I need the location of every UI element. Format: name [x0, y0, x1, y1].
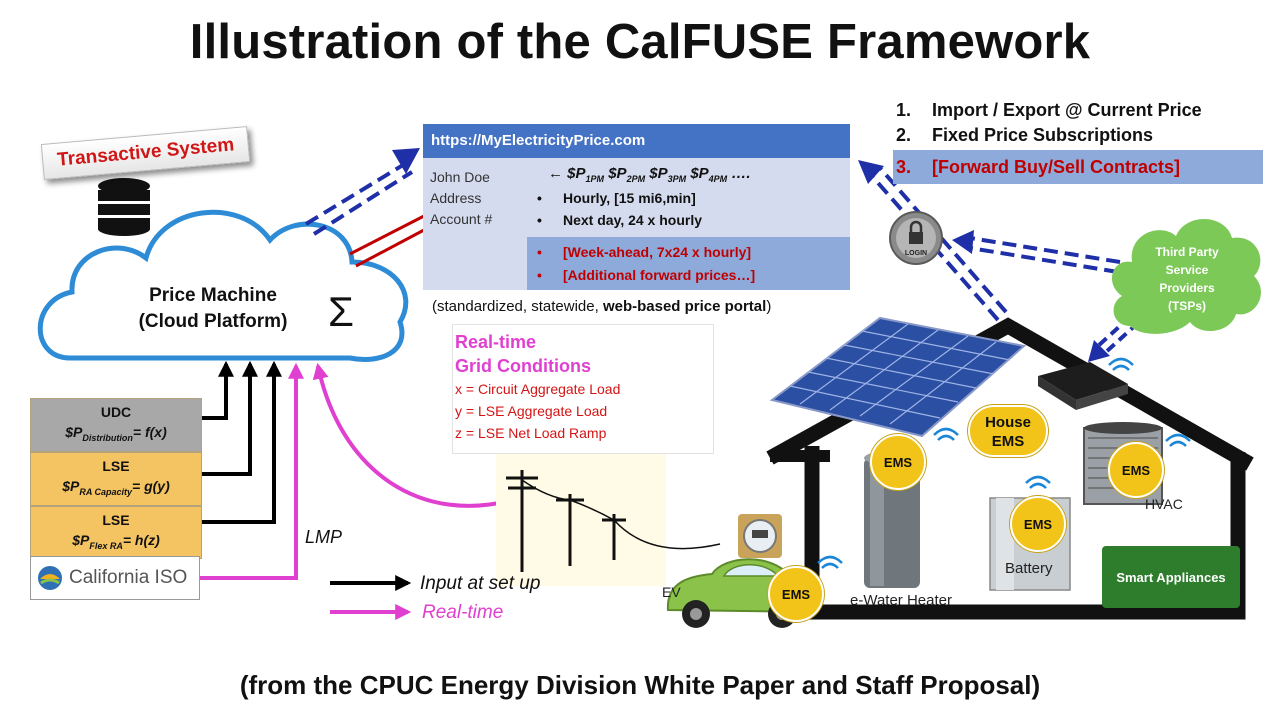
router-icon: [1038, 362, 1128, 410]
tariff-formula: $PDistribution= f(x): [65, 424, 167, 443]
tsp-to-login-arrow: [952, 230, 1121, 274]
power-poles: [496, 446, 721, 586]
option-item: 1.Import / Export @ Current Price: [896, 100, 1202, 120]
grid-heading-1: Real-time: [455, 332, 537, 352]
tariff-udc: UDC $PDistribution= f(x): [30, 398, 202, 452]
ems-ev: EMS: [768, 566, 824, 622]
tariff-name: UDC: [100, 404, 132, 420]
lmp-arrow: [200, 362, 304, 580]
cloud-title: Price Machine (Cloud Platform): [118, 285, 308, 333]
database-icon: [98, 178, 150, 236]
legend-input: Input at set up: [420, 573, 541, 594]
portal-account-fields: John Doe Address Account #: [430, 167, 492, 230]
legend-realtime: Real-time: [422, 602, 504, 623]
tariff-lse-ra: LSE $PRA Capacity= g(y): [30, 451, 202, 506]
price-trail: ….: [731, 165, 751, 182]
input-arrows: [202, 360, 282, 524]
price-1pm: $P1PM: [567, 165, 605, 184]
grid-item-z: z = LSE Net Load Ramp: [455, 425, 607, 441]
grid-heading-2: Grid Conditions: [455, 356, 591, 376]
option-forward-contracts: 3.[Forward Buy/Sell Contracts]: [893, 150, 1263, 184]
grid-conditions-box: Real-time Grid Conditions x = Circuit Ag…: [452, 324, 714, 454]
water-heater-label: e-Water Heater: [850, 592, 952, 609]
option-item: 2.Fixed Price Subscriptions: [896, 125, 1154, 145]
left-arrow-icon: ←: [548, 165, 563, 182]
tariff-name: LSE: [102, 511, 130, 528]
forward-prices-box: •[Week-ahead, 7x24 x hourly] •[Additiona…: [527, 237, 850, 290]
hourly-prices: ← $P1PM $P2PM $P3PM $P4PM ….: [548, 165, 751, 184]
forward-bullet: •[Week-ahead, 7x24 x hourly]: [537, 244, 752, 260]
ems-water-heater: EMS: [870, 434, 926, 490]
california-iso-logo: California ISO: [30, 556, 200, 600]
tariff-formula: $PFlex RA= h(z): [72, 531, 160, 551]
portal-bullets: •Hourly, [15 mi6,min] •Next day, 24 x ho…: [537, 187, 702, 231]
tariff-stack: UDC $PDistribution= f(x) LSE $PRA Capaci…: [30, 398, 202, 560]
cloud-line-1: Price Machine: [149, 285, 277, 306]
portal-url[interactable]: https://MyElectricityPrice.com: [423, 124, 850, 158]
grid-item-x: x = Circuit Aggregate Load: [455, 381, 621, 397]
grid-item-y: y = LSE Aggregate Load: [455, 403, 608, 419]
wifi-icons: [817, 357, 1191, 569]
lmp-label: LMP: [305, 527, 343, 547]
price-3pm: $P3PM: [649, 165, 687, 184]
bullet-item: •Hourly, [15 mi6,min]: [537, 190, 696, 206]
cloud-line-2: (Cloud Platform): [138, 311, 288, 332]
smart-appliances-box: Smart Appliances: [1102, 546, 1240, 608]
tsp-cloud: [1111, 218, 1261, 334]
bullet-item: •Next day, 24 x hourly: [537, 212, 703, 228]
price-2pm: $P2PM: [608, 165, 646, 184]
battery-label: Battery: [1005, 560, 1053, 577]
hvac-label: HVAC: [1145, 496, 1183, 512]
grid-conditions-arrow: [312, 362, 521, 508]
field-account: Account #: [430, 211, 493, 227]
ems-battery: EMS: [1010, 496, 1066, 552]
login-label: LOGIN: [904, 250, 928, 257]
iso-label: California ISO: [69, 567, 188, 588]
ev-label: EV: [662, 584, 681, 600]
tariff-formula: $PRA Capacity= g(y): [62, 477, 170, 497]
tariff-name: LSE: [102, 457, 130, 474]
cloud-shape: [37, 209, 409, 362]
options-list: 1.Import / Export @ Current Price 2.Fixe…: [896, 98, 1202, 148]
forward-bullet: •[Additional forward prices…]: [537, 267, 756, 283]
electric-meter: [738, 514, 782, 558]
field-address: Address: [430, 190, 482, 206]
ems-hvac: EMS: [1108, 442, 1164, 498]
page-title: Illustration of the CalFUSE Framework: [189, 15, 1091, 69]
figure-caption: (from the CPUC Energy Division White Pap…: [239, 670, 1041, 700]
sigma-icon: Σ: [328, 288, 354, 335]
field-name: John Doe: [430, 169, 490, 185]
portal-note: (standardized, statewide, web-based pric…: [432, 298, 772, 315]
iso-logo-icon: [38, 566, 62, 590]
price-4pm: $P4PM: [690, 165, 728, 184]
solar-panel: [769, 316, 1027, 438]
tariff-lse-flex: LSE $PFlex RA= h(z): [30, 505, 202, 560]
login-lock-icon: [889, 211, 943, 265]
cloud-to-portal-arrow: [304, 148, 420, 236]
